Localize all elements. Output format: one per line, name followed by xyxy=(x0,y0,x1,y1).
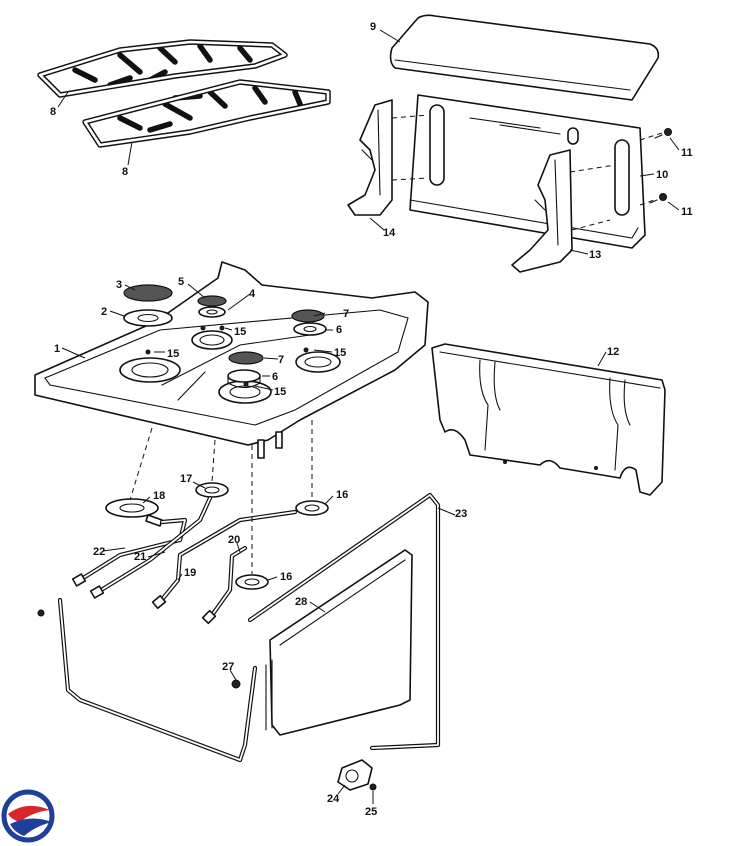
callout-1: 1 xyxy=(54,343,60,355)
callout-5: 5 xyxy=(178,276,184,288)
cooktop-main-top xyxy=(34,261,429,459)
backguard-top-cap xyxy=(389,14,660,101)
callout-27: 27 xyxy=(222,661,234,673)
lower-burner-16-center xyxy=(235,574,269,590)
gas-manifold xyxy=(57,492,441,763)
callout-4: 4 xyxy=(249,288,256,300)
side-bracket-right xyxy=(511,149,573,273)
callout-labels: 1 2 3 4 5 6 6 7 7 8 8 9 10 11 11 12 13 1… xyxy=(50,21,693,818)
screws-15 xyxy=(145,325,309,387)
callout-2: 2 xyxy=(101,306,107,318)
callout-20: 20 xyxy=(228,534,240,546)
callout-12: 12 xyxy=(607,346,619,358)
callout-7-front: 7 xyxy=(278,354,284,366)
screw-27 xyxy=(231,679,241,689)
callout-16-right: 16 xyxy=(336,489,348,501)
logo-red-swoosh xyxy=(8,805,50,822)
pressure-regulator xyxy=(337,759,373,791)
callout-14: 14 xyxy=(383,227,396,239)
callout-15-d: 15 xyxy=(274,386,286,398)
alignment-dashes xyxy=(129,420,313,574)
burner-well-left-front xyxy=(119,357,181,383)
burner-cap-right-rear xyxy=(291,309,325,323)
callout-28: 28 xyxy=(295,596,307,608)
leader-lines xyxy=(57,29,680,804)
side-bracket-left xyxy=(347,99,393,216)
backguard-panel xyxy=(409,94,646,249)
burner-well-left-rear xyxy=(191,330,233,350)
callout-11-lower: 11 xyxy=(681,206,693,218)
screw-upper xyxy=(654,128,672,139)
callout-18: 18 xyxy=(153,490,165,502)
screw-lower xyxy=(649,193,667,204)
callout-15-b: 15 xyxy=(167,348,179,360)
brand-logo xyxy=(1,789,55,843)
screw-left xyxy=(37,609,45,617)
callout-25: 25 xyxy=(365,806,377,818)
rear-heat-shield xyxy=(431,343,666,496)
callout-17: 17 xyxy=(180,473,192,485)
callout-13: 13 xyxy=(589,249,601,261)
tube-fittings xyxy=(71,573,217,625)
callout-8-upper: 8 xyxy=(50,106,56,118)
lower-burner-18 xyxy=(105,498,163,527)
callout-24: 24 xyxy=(327,793,340,805)
callout-3: 3 xyxy=(116,279,122,291)
callout-16-center: 16 xyxy=(280,571,292,583)
callout-6-rear: 6 xyxy=(336,324,342,336)
gas-tubes xyxy=(77,495,298,621)
burner-cap-right-front xyxy=(228,351,264,365)
grate-lower xyxy=(82,79,331,148)
callout-19: 19 xyxy=(184,567,196,579)
screw-25 xyxy=(369,783,377,791)
burner-cap-small xyxy=(197,295,227,307)
burner-cap-large-left xyxy=(123,284,173,302)
lower-burner-17 xyxy=(195,482,229,498)
callout-7-rear: 7 xyxy=(343,308,349,320)
callout-15-a: 15 xyxy=(234,326,246,338)
burner-head-right-front xyxy=(227,369,261,389)
callout-21: 21 xyxy=(134,551,146,563)
callout-23: 23 xyxy=(455,508,467,520)
grate-upper xyxy=(37,39,288,98)
callout-6-front: 6 xyxy=(272,371,278,383)
logo-blue-swoosh xyxy=(10,818,52,836)
callout-15-c: 15 xyxy=(334,347,346,359)
callout-8-lower: 8 xyxy=(122,166,128,178)
frame-28 xyxy=(265,549,413,736)
burner-head-left xyxy=(123,309,173,327)
burner-head-right-rear xyxy=(293,322,327,336)
callout-11-upper: 11 xyxy=(681,147,693,159)
burner-well-right-rear xyxy=(295,351,341,373)
lower-burner-16-right xyxy=(295,500,329,516)
callout-9: 9 xyxy=(370,21,376,33)
callout-10: 10 xyxy=(656,169,668,181)
callout-22: 22 xyxy=(93,546,105,558)
burner-head-small xyxy=(198,306,226,318)
